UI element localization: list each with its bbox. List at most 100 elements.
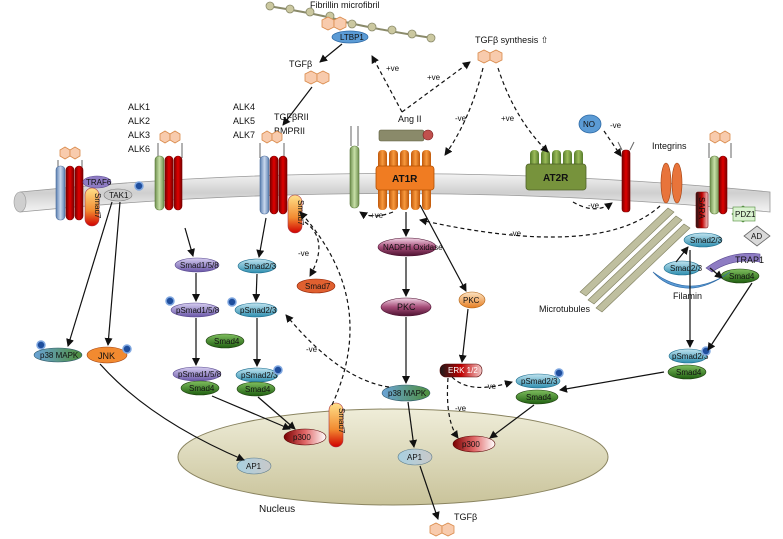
sara-label: SARA: [697, 197, 706, 219]
psmad158-complex-label: pSmad1/5/8: [178, 370, 222, 379]
receptor-complex-tgfb: [259, 130, 288, 215]
tgfb-latent-icon: [321, 16, 347, 31]
svg-text:ALK3: ALK3: [128, 130, 150, 140]
receptor-complex-right: [708, 130, 732, 215]
alk-mid-labels: ALK4 ALK5 ALK7: [233, 102, 255, 140]
dashed-arrows: [285, 55, 661, 439]
svg-text:-ve: -ve: [298, 249, 310, 258]
phospho-icon: [273, 365, 283, 375]
no-label: NO: [583, 120, 595, 129]
smad23-sara: [683, 232, 723, 248]
smad158: [174, 257, 220, 273]
svg-text:-ve: -ve: [306, 345, 318, 354]
ap1-left-label: AP1: [246, 462, 262, 471]
ang2-peptide: [378, 129, 425, 142]
smad23-mid: [237, 258, 277, 274]
smad4-center-label: Smad4: [526, 393, 552, 402]
smad4-right-label: Smad4: [729, 272, 755, 281]
p38mapk-mid-label: p38 MAPK: [388, 389, 427, 398]
integrin-1: [660, 162, 672, 204]
smad7-nuclear-label: Smad7: [337, 408, 346, 434]
receptor-complex-bmp: [154, 130, 183, 211]
svg-text:ALK6: ALK6: [128, 144, 150, 154]
smad7-left-label: Smad7: [93, 193, 102, 219]
pdz1-label: PDZ1: [735, 210, 756, 219]
erk-label: ERK 1/2: [448, 366, 478, 375]
smad4-b-label: Smad4: [189, 384, 215, 393]
jnk-label: JNK: [98, 351, 115, 361]
integrins-label: Integrins: [652, 141, 687, 151]
psmad23-mid-label: pSmad2/3: [240, 306, 277, 315]
pkc-right: [458, 291, 486, 309]
phospho-icon: [36, 340, 46, 350]
filamin-protein: [652, 271, 731, 289]
smad23-filamin-label: Smad2/3: [670, 264, 703, 273]
pkc-right-label: PKC: [463, 296, 480, 305]
at2r-label: AT2R: [543, 173, 569, 184]
tgfb-synthesis-label: TGFβ synthesis ⇧: [475, 35, 548, 45]
svg-text:+ve: +ve: [501, 114, 515, 123]
svg-text:-ve: -ve: [610, 121, 622, 130]
ltbp1-label: LTBP1: [340, 33, 364, 42]
svg-text:ALK5: ALK5: [233, 116, 255, 126]
fibrillin-label: Fibrillin microfibril: [310, 0, 380, 10]
tgfb-synthesis-icon: [477, 49, 503, 64]
ad-label: AD: [751, 232, 762, 241]
nucleus: [177, 408, 609, 506]
ltbp1-protein: [331, 30, 369, 44]
phospho-icon: [554, 368, 564, 378]
traf6-label: TRAF6: [86, 178, 112, 187]
svg-text:-ve: -ve: [485, 382, 497, 391]
tgfb-output-icon: [429, 522, 455, 537]
tgfb-output-label: TGFβ: [454, 512, 477, 522]
erk12-protein: [439, 363, 483, 378]
effect-labels: +ve +ve -ve +ve -ve -ve -ve +ve -ve -ve …: [298, 64, 622, 413]
smad4-right-nuc: [667, 364, 707, 380]
psmad23-complex-label: pSmad2/3: [241, 371, 278, 380]
p38mapk-mid: [381, 384, 431, 402]
phospho-icon: [134, 181, 144, 191]
pkc-left: [380, 297, 432, 317]
pkc-left-label: PKC: [397, 302, 416, 312]
svg-text:ALK2: ALK2: [128, 116, 150, 126]
psmad23-center: [515, 373, 561, 389]
svg-text:+ve: +ve: [386, 64, 400, 73]
psmad23-right-label: pSmad2/3: [672, 352, 709, 361]
psmad23-mid: [234, 302, 278, 318]
tgfbrii-label: TGFβRII: [274, 112, 309, 122]
no-molecule: [578, 114, 602, 134]
smad4-a-label: Smad4: [214, 337, 240, 346]
jnk-protein: [86, 346, 128, 364]
solid-arrows: [66, 43, 753, 520]
ang2-label: Ang II: [398, 114, 422, 124]
ad-domain: [743, 225, 771, 247]
tgfb-free-label: TGFβ: [289, 59, 312, 69]
tgfb-free-icon: [304, 70, 330, 85]
smad7-nuclear: [328, 402, 344, 448]
smad7-free: [296, 278, 336, 294]
svg-text:ALK1: ALK1: [128, 102, 150, 112]
svg-text:ALK4: ALK4: [233, 102, 255, 112]
p300-left-label: p300: [293, 433, 311, 442]
smad4-a: [205, 333, 245, 349]
psmad158-label: pSmad1/5/8: [176, 306, 220, 315]
smad23-mid-label: Smad2/3: [244, 262, 277, 271]
tak1-label: TAK1: [109, 191, 129, 200]
traf6-protein: [82, 175, 112, 189]
red-receptor-no: [621, 149, 631, 213]
nucleus-label: Nucleus: [259, 504, 295, 515]
trap1-label: TRAP1: [735, 255, 764, 265]
svg-text:+ve: +ve: [427, 73, 441, 82]
psmad23-center-label: pSmad2/3: [521, 377, 558, 386]
phospho-icon: [122, 344, 132, 354]
psmad23-right: [668, 348, 708, 364]
smad23-filamin: [663, 260, 701, 276]
svg-text:-ve: -ve: [588, 201, 600, 210]
at2r-receptor: [525, 150, 587, 191]
receptor-complex-traf6: [55, 146, 84, 221]
smad4-c: [236, 381, 276, 397]
bmprii-label: BMPRII: [274, 126, 305, 136]
psmad158: [170, 302, 220, 318]
at1r-label: AT1R: [392, 174, 418, 185]
